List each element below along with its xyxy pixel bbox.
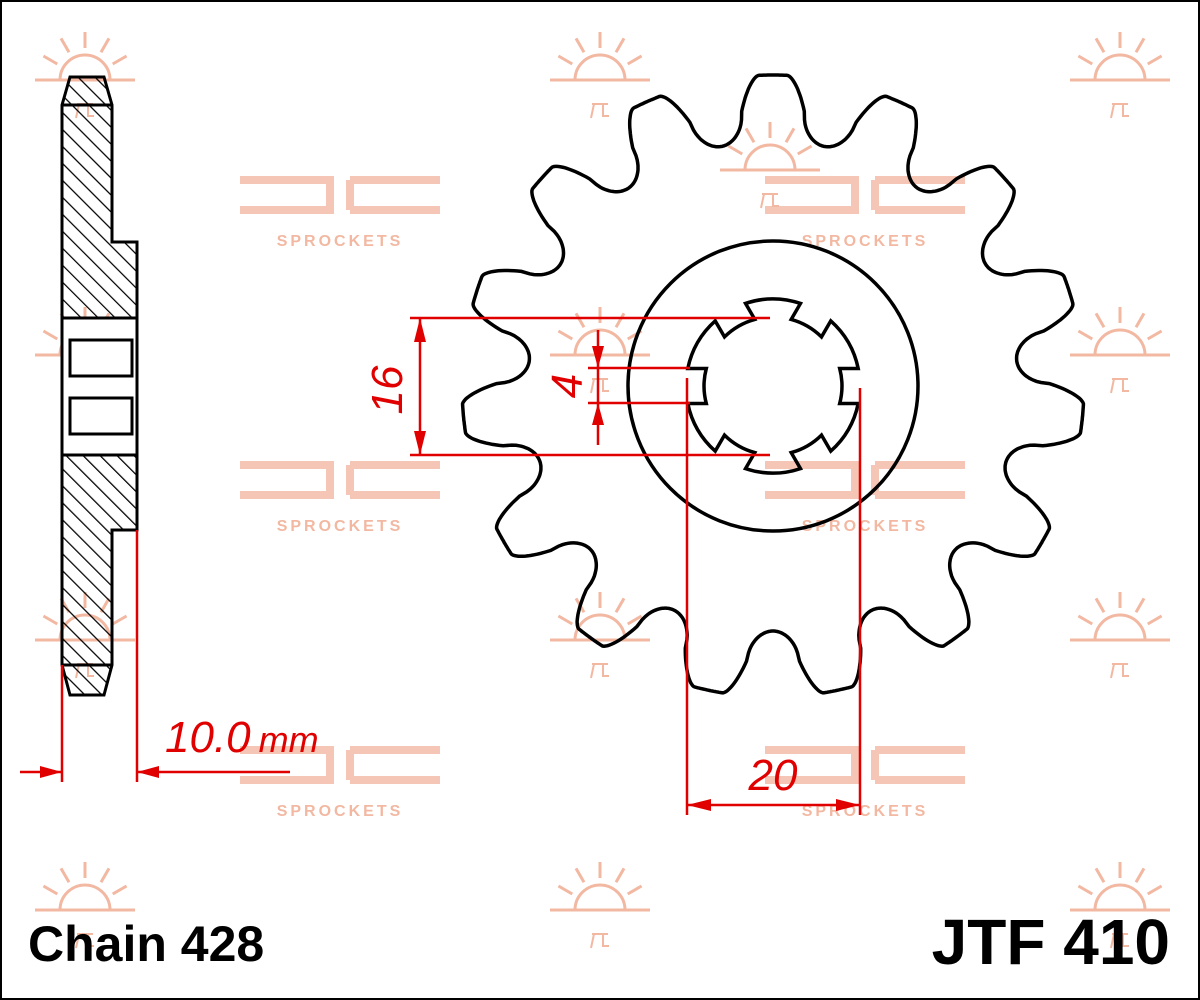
sun-watermark-icon — [550, 32, 650, 119]
watermark-layer: SPROCKETS SPROCKETS SPROCKETS SPROCKETS … — [35, 32, 1170, 949]
jt-sprockets-logo: SPROCKETS — [240, 746, 440, 820]
jt-sprockets-logo: SPROCKETS — [240, 461, 440, 535]
svg-text:SPROCKETS: SPROCKETS — [802, 233, 929, 250]
front-view — [460, 73, 1086, 695]
hub-circle — [626, 239, 920, 533]
jt-sprockets-logo: SPROCKETS — [765, 746, 965, 820]
sun-watermark-icon — [1070, 592, 1170, 679]
svg-text:SPROCKETS: SPROCKETS — [802, 518, 929, 535]
jt-sprockets-logo: SPROCKETS — [765, 176, 965, 250]
chain-label: Chain 428 — [28, 916, 265, 972]
dim-16: 16 — [363, 365, 412, 414]
dim-thickness-value: 10.0 — [165, 713, 251, 762]
side-profile — [60, 75, 139, 697]
dim-thickness-unit: mm — [259, 719, 319, 760]
dimension-lines — [20, 316, 862, 815]
jt-sprockets-logo: SPROCKETS — [240, 176, 440, 250]
sun-watermark-icon — [1070, 32, 1170, 119]
dim-20: 20 — [748, 751, 798, 800]
sun-watermark-icon — [550, 592, 650, 679]
sun-watermark-icon — [35, 862, 135, 949]
svg-text:SPROCKETS: SPROCKETS — [277, 233, 404, 250]
dim-4: 4 — [543, 374, 592, 398]
svg-text:SPROCKETS: SPROCKETS — [802, 803, 929, 820]
svg-text:SPROCKETS: SPROCKETS — [277, 518, 404, 535]
sprocket-teeth-outline — [460, 73, 1086, 695]
part-number: JTF 410 — [931, 906, 1170, 978]
sun-watermark-icon — [720, 122, 820, 209]
spline-bore — [685, 297, 861, 475]
sun-watermark-icon — [1070, 307, 1170, 394]
sun-watermark-icon — [1070, 862, 1170, 949]
sun-watermark-icon — [550, 862, 650, 949]
jt-sprockets-logo: SPROCKETS — [765, 461, 965, 535]
svg-text:SPROCKETS: SPROCKETS — [277, 803, 404, 820]
